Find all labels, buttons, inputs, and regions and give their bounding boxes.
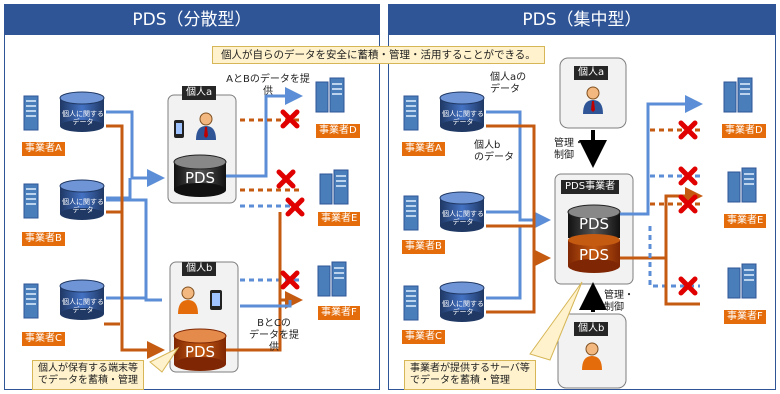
left-business-c: 事業者C — [22, 332, 65, 346]
left-callout: 個人が保有する端末等 でデータを蓄積・管理 — [32, 360, 144, 390]
right-person-b-label: 個人b — [574, 322, 609, 336]
right-business-b: 事業者B — [402, 240, 445, 254]
left-panel-title: PDS（分散型） — [5, 5, 379, 35]
right-note-b-data: 個人b のデータ — [474, 140, 514, 163]
right-business-c: 事業者C — [402, 330, 445, 344]
left-db-b-label: 個人に関する データ — [62, 198, 104, 214]
right-target-e: 事業者E — [724, 214, 767, 228]
left-pds-a-label: PDS — [184, 169, 216, 187]
right-panel-title: PDS（集中型） — [389, 5, 775, 35]
left-target-f: 事業者F — [318, 306, 360, 320]
left-note-ab: AとBのデータを提 供 — [226, 74, 310, 97]
pds-business-label: PDS事業者 — [561, 180, 620, 194]
right-pds-orange-label: PDS — [578, 246, 610, 264]
left-note-bc: BとCの データを提 供 — [249, 318, 299, 353]
banner-callout: 個人が自らのデータを安全に蓄積・管理・活用することができる。 — [212, 46, 545, 64]
right-db-c-label: 個人に関する データ — [442, 300, 484, 316]
right-control-bottom: 管理・ 制御 — [604, 290, 634, 313]
left-pds-b-label: PDS — [184, 343, 216, 361]
left-target-d: 事業者D — [316, 124, 360, 138]
left-db-c-label: 個人に関する データ — [62, 298, 104, 314]
right-db-a-label: 個人に関する データ — [442, 110, 484, 126]
right-callout: 事業者が提供するサーバ等 でデータを蓄積・管理 — [404, 360, 536, 390]
left-person-b-label: 個人b — [182, 262, 217, 276]
right-business-a: 事業者A — [402, 142, 445, 156]
left-person-a-label: 個人a — [182, 86, 217, 100]
right-pds-dark-label: PDS — [578, 215, 610, 233]
right-target-f: 事業者F — [724, 310, 766, 324]
right-person-a-label: 個人a — [574, 66, 609, 80]
right-note-a-data: 個人aの データ — [490, 72, 527, 95]
left-business-b: 事業者B — [22, 232, 65, 246]
right-db-b-label: 個人に関する データ — [442, 210, 484, 226]
right-target-d: 事業者D — [722, 124, 766, 138]
right-control-top: 管理・ 制御 — [554, 138, 584, 161]
left-business-a: 事業者A — [22, 142, 65, 156]
left-db-a-label: 個人に関する データ — [62, 110, 104, 126]
left-target-e: 事業者E — [318, 212, 361, 226]
